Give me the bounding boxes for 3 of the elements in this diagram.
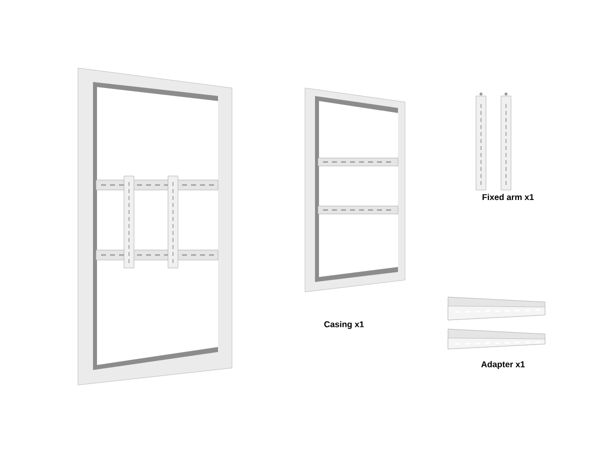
part-label: Casing x1 [324, 321, 364, 329]
part-label: Adapter x1 [481, 361, 525, 369]
part-label: Fixed arm x1 [482, 194, 534, 200]
